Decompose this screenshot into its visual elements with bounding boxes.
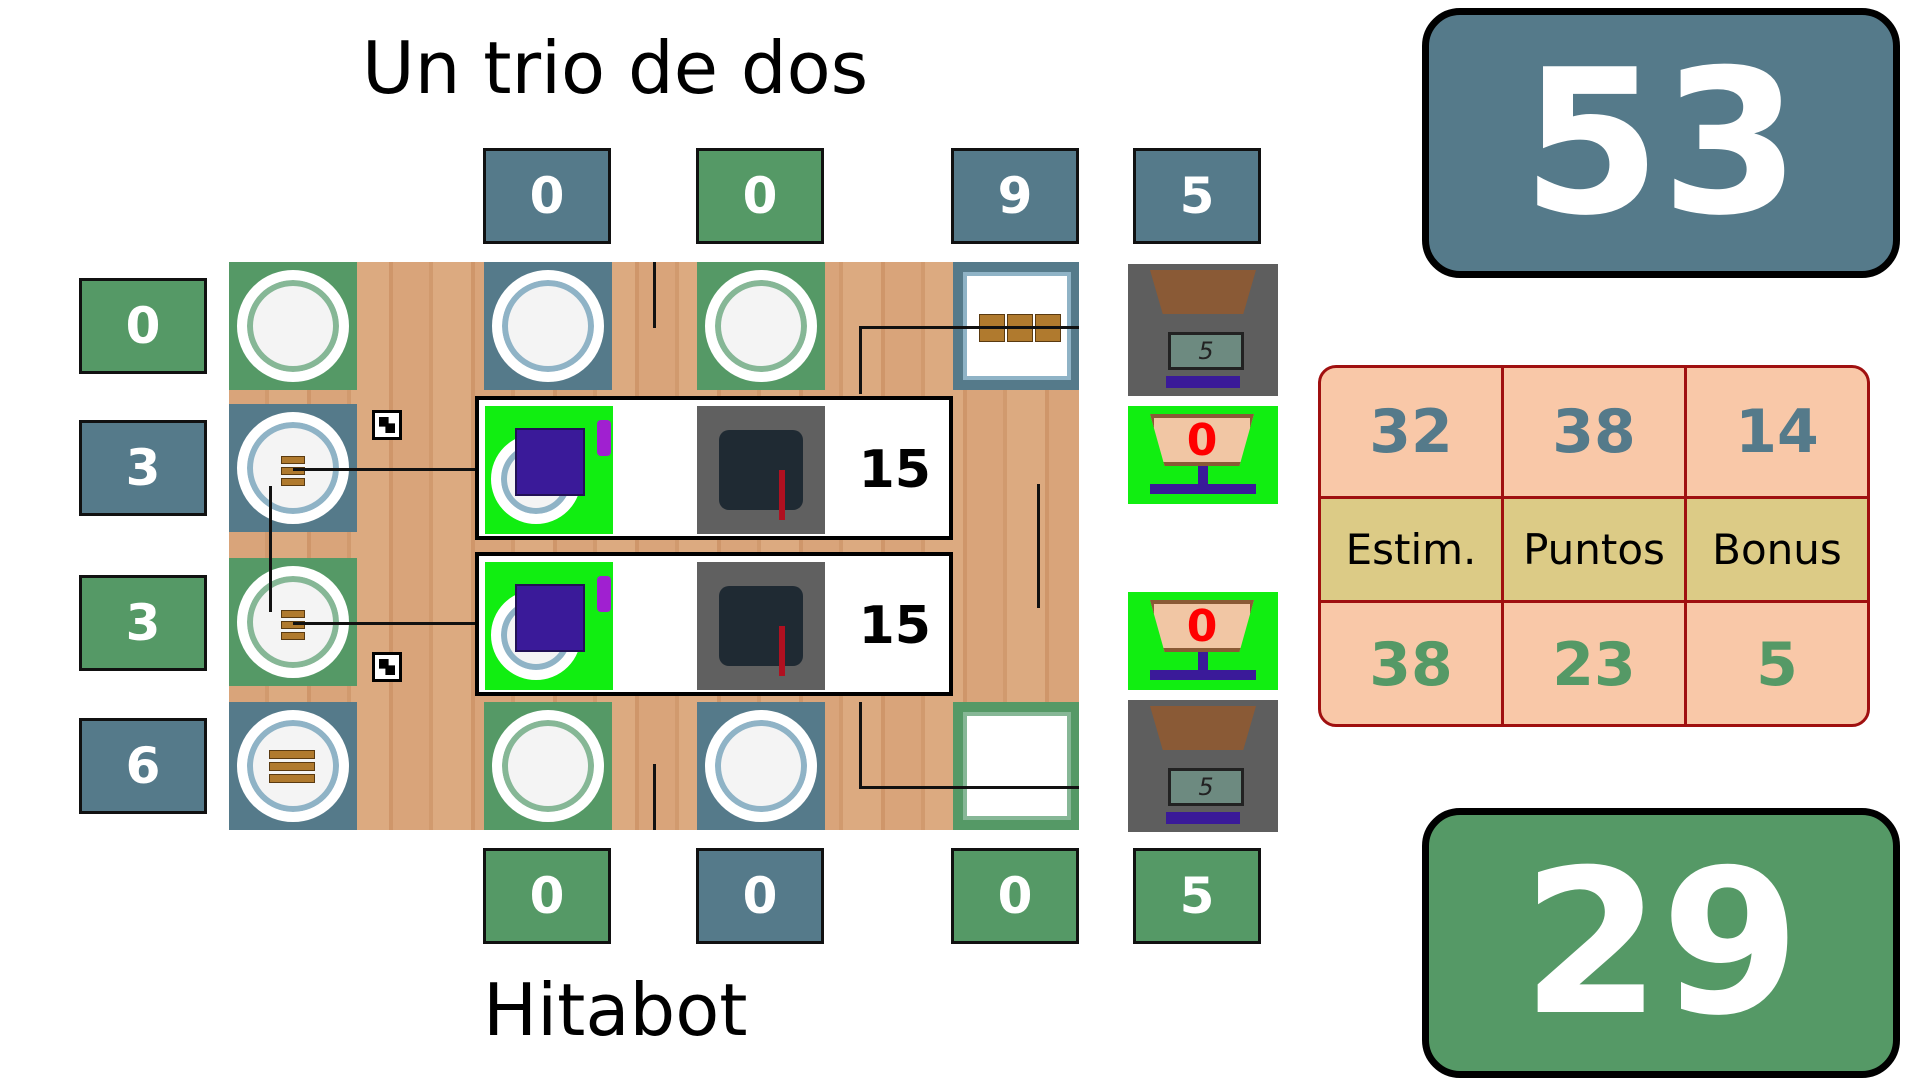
bottom-team-name: Hitabot [483, 968, 748, 1052]
connector-line [293, 622, 478, 625]
top-bonus: 14 [1735, 397, 1819, 467]
aruco-marker-icon [372, 410, 402, 440]
board-tile [697, 262, 825, 390]
plate-icon [237, 270, 349, 382]
scale-base-icon [1166, 376, 1240, 388]
cherry-basket-icon [1150, 706, 1256, 750]
aruco-marker-icon [372, 652, 402, 682]
signal-light-icon [597, 576, 611, 612]
board-tile [229, 262, 357, 390]
bottom-column-score-3: 0 [951, 848, 1079, 944]
bottom-points: 23 [1552, 630, 1636, 700]
top-scale-display: 5 [1168, 332, 1244, 370]
connector-line [859, 326, 1079, 329]
plate-icon [492, 270, 604, 382]
bottom-drop-count: 0 [1150, 600, 1254, 652]
stats-label-row: Estim. Puntos Bonus [1321, 499, 1867, 603]
connector-line [269, 486, 272, 612]
top-drop-count: 0 [1150, 414, 1254, 466]
robot-tile [485, 562, 613, 690]
scale-base-icon [1150, 484, 1256, 494]
ingredient-bars-icon [281, 456, 305, 486]
bottom-scale-display: 5 [1168, 768, 1244, 806]
top-team-name: Un trio de dos [362, 26, 869, 110]
robot-tile [485, 406, 613, 534]
top-drop-zone: 0 [1128, 406, 1278, 504]
top-total-score: 53 [1422, 8, 1900, 278]
top-points: 38 [1552, 397, 1636, 467]
left-row-score-3: 3 [79, 575, 207, 671]
robot-icon [515, 428, 585, 496]
bottom-column-score-4: 5 [1133, 848, 1261, 944]
board-tile [697, 702, 825, 830]
bottom-drop-zone: 0 [1128, 592, 1278, 690]
tray-icon [963, 712, 1071, 820]
connector-line [1037, 484, 1040, 608]
board-tile [484, 262, 612, 390]
top-estimate: 32 [1369, 397, 1453, 467]
estimate-label: Estim. [1345, 525, 1477, 574]
scale-base-icon [1166, 812, 1240, 824]
robot-icon [515, 584, 585, 652]
scale-base-icon [1150, 670, 1256, 680]
opponent-robot-tile [697, 562, 825, 690]
top-column-score-2: 0 [696, 148, 824, 244]
stats-bottom-row: 38 23 5 [1321, 603, 1867, 724]
board-tile [953, 702, 1079, 830]
bottom-column-score-1: 0 [483, 848, 611, 944]
connector-line [653, 764, 656, 830]
board-tile [484, 702, 612, 830]
top-scale: 5 [1128, 264, 1278, 396]
bottom-total-score: 29 [1422, 808, 1900, 1078]
bottom-column-score-2: 0 [696, 848, 824, 944]
ingredient-bars-icon [281, 610, 305, 640]
left-row-score-2: 3 [79, 420, 207, 516]
left-row-score-4: 6 [79, 718, 207, 814]
signal-light-icon [597, 420, 611, 456]
robot-pair-2: 15 [475, 552, 953, 696]
opponent-robot-icon [719, 586, 803, 676]
left-row-score-1: 0 [79, 278, 207, 374]
top-column-score-3: 9 [951, 148, 1079, 244]
plate-icon [705, 270, 817, 382]
game-board [229, 262, 1079, 830]
bonus-label: Bonus [1712, 525, 1842, 574]
stats-top-row: 32 38 14 [1321, 368, 1867, 499]
bottom-bonus: 5 [1756, 630, 1798, 700]
stats-table: 32 38 14 Estim. Puntos Bonus 38 23 5 [1318, 365, 1870, 727]
board-tile [229, 702, 357, 830]
ingredient-bars-icon [269, 750, 315, 783]
connector-line [653, 262, 656, 328]
scale-stem-icon [1198, 466, 1208, 488]
scale-stem-icon [1198, 652, 1208, 674]
robot-pair-value: 15 [858, 440, 931, 500]
connector-line [293, 468, 478, 471]
cherry-basket-icon [1150, 270, 1256, 314]
plate-icon [705, 710, 817, 822]
top-column-score-1: 0 [483, 148, 611, 244]
top-column-score-4: 5 [1133, 148, 1261, 244]
connector-line [859, 326, 862, 394]
points-label: Puntos [1523, 525, 1665, 574]
opponent-robot-icon [719, 430, 803, 520]
robot-pair-value: 15 [858, 596, 931, 656]
connector-line [859, 786, 1079, 789]
connector-line [859, 702, 862, 788]
opponent-robot-tile [697, 406, 825, 534]
bottom-scale: 5 [1128, 700, 1278, 832]
robot-pair-1: 15 [475, 396, 953, 540]
bottom-estimate: 38 [1369, 630, 1453, 700]
plate-icon [492, 710, 604, 822]
